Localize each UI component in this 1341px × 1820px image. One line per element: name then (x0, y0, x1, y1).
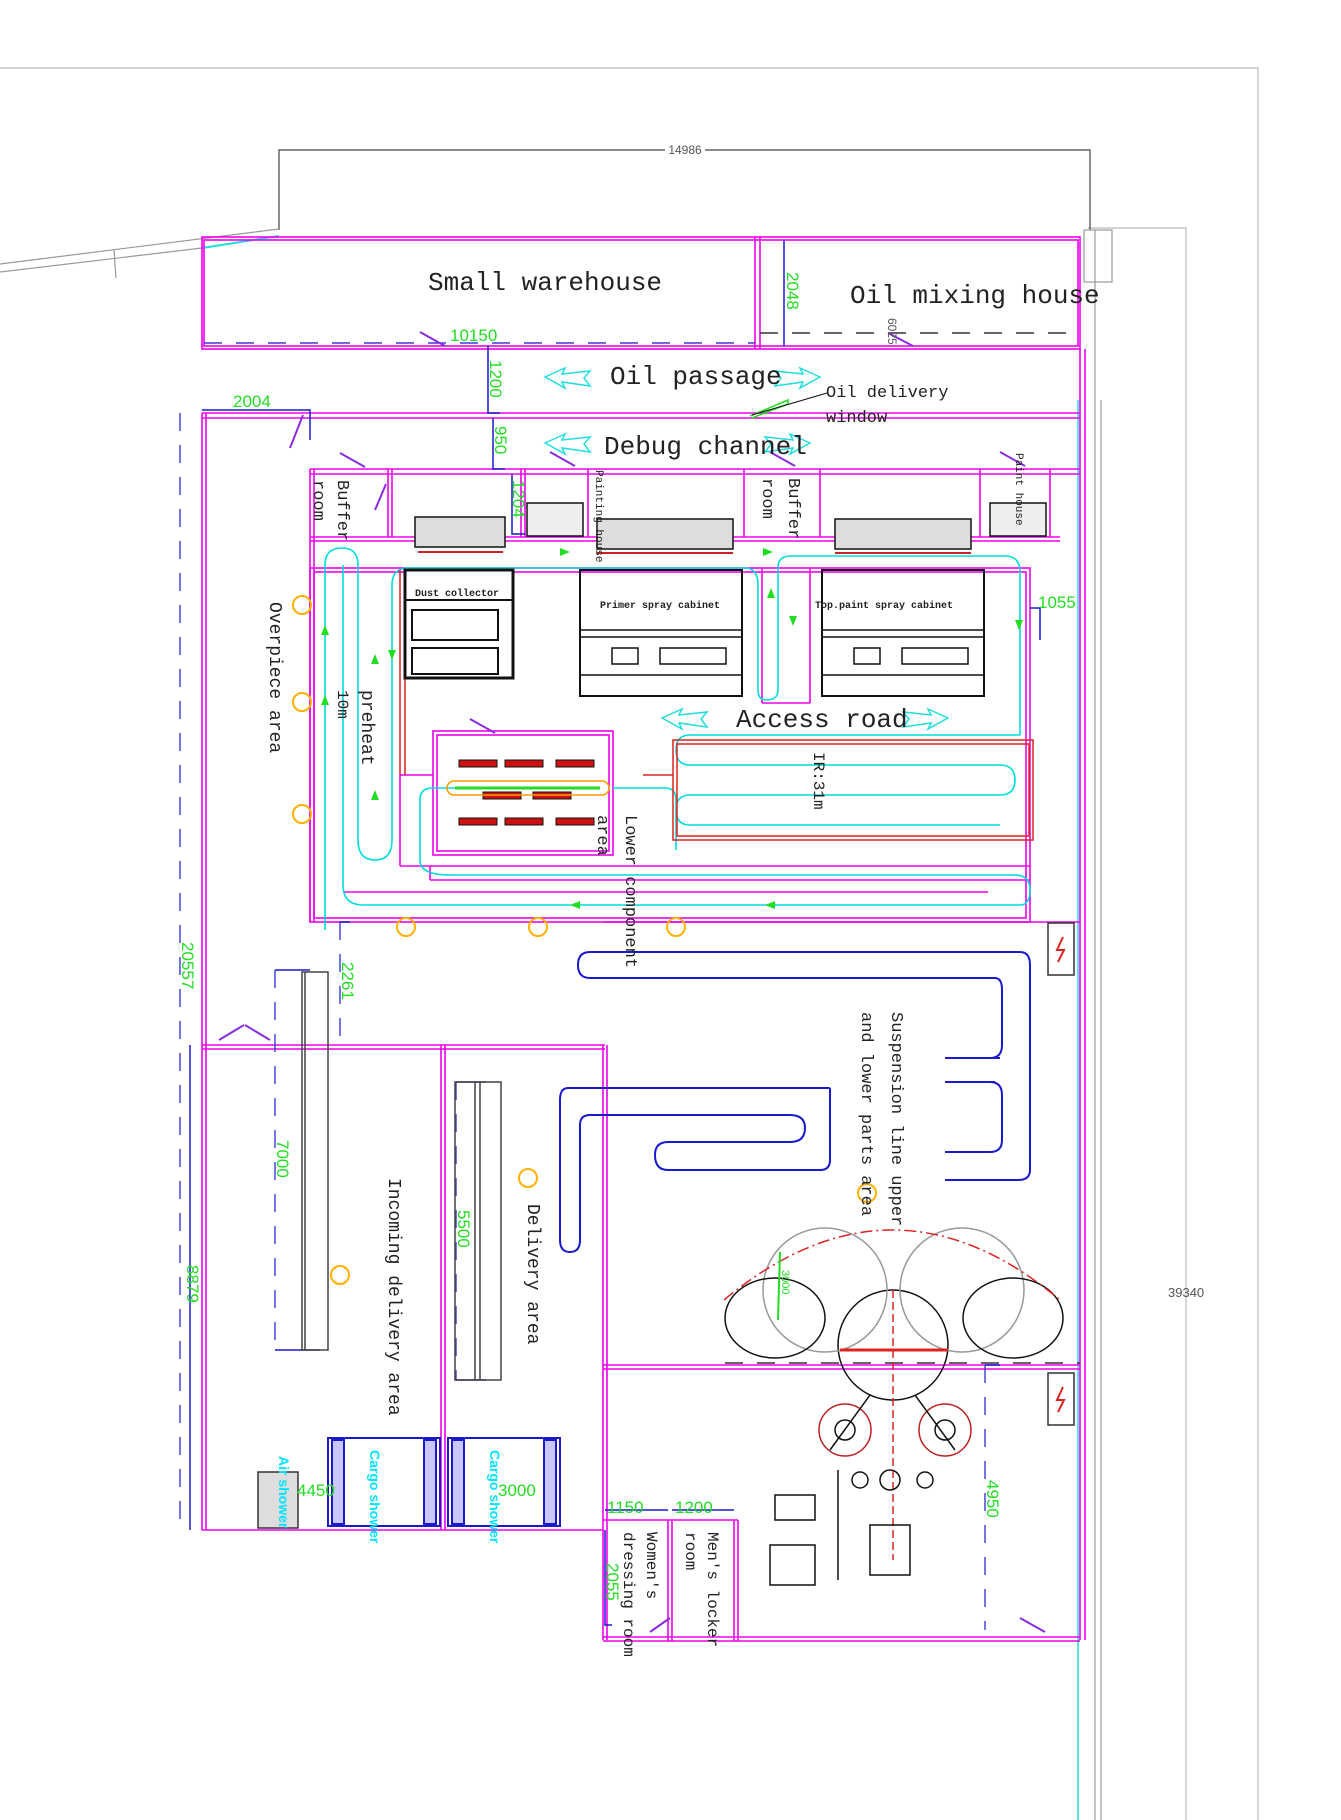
oil-delivery-window-label-2: window (826, 409, 888, 428)
preheat-label: preheat (356, 690, 376, 766)
paint-house-right-label: Paint house (1012, 453, 1024, 526)
dim-left-offset: 2004 (233, 392, 271, 411)
suspension-line-label-2: and lower parts area (856, 1012, 875, 1216)
hanger-track (446, 780, 610, 796)
operator-icons (292, 595, 877, 1285)
incoming-delivery-area-label: Incoming delivery area (383, 1178, 403, 1416)
top-paint-spray-cabinet-label: Top.paint spray cabinet (815, 600, 953, 612)
primer-spray-cabinet (579, 569, 743, 697)
dashed-lines (179, 332, 1080, 1630)
entrance-cyan-line (201, 235, 280, 249)
sheet-border (0, 67, 1259, 1820)
dim-mens-width: 1200 (675, 1498, 713, 1517)
dim-rack-length-2: 5500 (454, 1210, 473, 1248)
delivery-area-label: Delivery area (522, 1204, 542, 1345)
dim-right-offset: 1055 (1038, 593, 1076, 612)
dim-left-total: 20557 (178, 942, 197, 989)
overall-width-dimension (278, 149, 1091, 230)
buffer-room-mid-label-2: room (757, 478, 776, 519)
suspension-line-label-1: Suspension line upper (886, 1012, 905, 1226)
electric-panel-icon (1047, 922, 1075, 1426)
dim-warehouse-length: 10150 (450, 326, 497, 345)
oil-delivery-window (749, 392, 828, 419)
dim-tank: 3000 (779, 1270, 791, 1294)
dimension-labels: 10150 2004 1055 1150 1200 4450 3000 2048… (178, 272, 1204, 1601)
dust-collector (403, 568, 515, 680)
dim-buffer-width: 1204 (509, 480, 528, 518)
overall-width-label-mask (665, 143, 705, 157)
dimension-brackets (189, 240, 1041, 1626)
debug-channel-label: Debug channel (604, 432, 807, 462)
direction-arrows (543, 366, 950, 731)
dim-gap: 2261 (338, 962, 357, 1000)
walls (201, 236, 1086, 1642)
dim-rack-length-1: 7000 (273, 1140, 292, 1178)
dust-collector-label: Dust collector (415, 588, 499, 600)
spray-booth-units (414, 502, 1047, 550)
air-shower-unit (257, 1471, 299, 1529)
suspension-line (559, 951, 1031, 1254)
oil-mixing-house-label: Oil mixing house (850, 281, 1100, 311)
overpiece-area-label: Overpiece area (264, 602, 284, 753)
dim-womens-width: 1150 (607, 1498, 644, 1517)
cargo-shower-2-label: Cargo shower (487, 1450, 503, 1544)
oil-passage-label: Oil passage (610, 362, 782, 392)
dim-shower-width-1: 4450 (297, 1481, 335, 1500)
dim-tank-zone: 4950 (983, 1480, 1002, 1518)
dim-incoming-length: 8879 (183, 1265, 202, 1303)
cargo-showers (327, 1437, 561, 1527)
painting-house-label: Painting house (592, 470, 604, 562)
mens-room-label-2: room (681, 1532, 699, 1570)
vertical-labels: Buffer room Buffer room Painting house P… (264, 453, 1024, 1657)
racks (301, 971, 502, 1381)
dim-overall-height: 39340 (1168, 1285, 1204, 1300)
booth-red-bases (418, 551, 971, 554)
primer-spray-cabinet-label: Primer spray cabinet (600, 600, 720, 612)
dim-shower-width-2: 3000 (498, 1481, 536, 1500)
dim-oil-mixing-door: 6025 (885, 318, 899, 345)
tank-equipment (723, 1227, 1064, 1586)
slanted-wall (0, 228, 280, 279)
door-swings (218, 331, 1046, 1633)
preheat-length-label: 10m (333, 690, 351, 719)
dim-debug-channel-width: 950 (491, 426, 510, 454)
mens-room-label-1: Men's locker (703, 1532, 721, 1647)
lower-component-label-2: area (592, 815, 611, 856)
small-warehouse-label: Small warehouse (428, 268, 662, 298)
womens-room-label-2: dressing room (619, 1532, 637, 1657)
buffer-room-left-label-1: Buffer (332, 480, 351, 541)
overall-width-label: 14986 (668, 143, 702, 157)
top-paint-spray-cabinet (821, 569, 985, 697)
lower-component-label-1: Lower component (620, 815, 639, 968)
buffer-room-left-label-2: room (308, 480, 327, 521)
cargo-shower-1-label: Cargo shower (367, 1450, 383, 1544)
oil-delivery-window-label-1: Oil delivery (826, 384, 948, 403)
womens-room-label-1: Women's (642, 1532, 660, 1599)
dim-oil-passage-width: 1200 (486, 360, 505, 398)
heaters (458, 759, 595, 826)
dim-dressing-depth: 2055 (603, 1563, 622, 1601)
right-column-lines (1083, 229, 1113, 1820)
air-shower-label: Air shower (276, 1456, 292, 1529)
access-road-label: Access road (736, 705, 908, 735)
ir-oven (399, 570, 1034, 841)
dim-oil-mixing-height: 2048 (783, 272, 802, 310)
ir-length-label: IR:31m (809, 752, 827, 810)
conveyor-arrows (321, 548, 1023, 909)
buffer-room-mid-label-1: Buffer (783, 478, 802, 539)
